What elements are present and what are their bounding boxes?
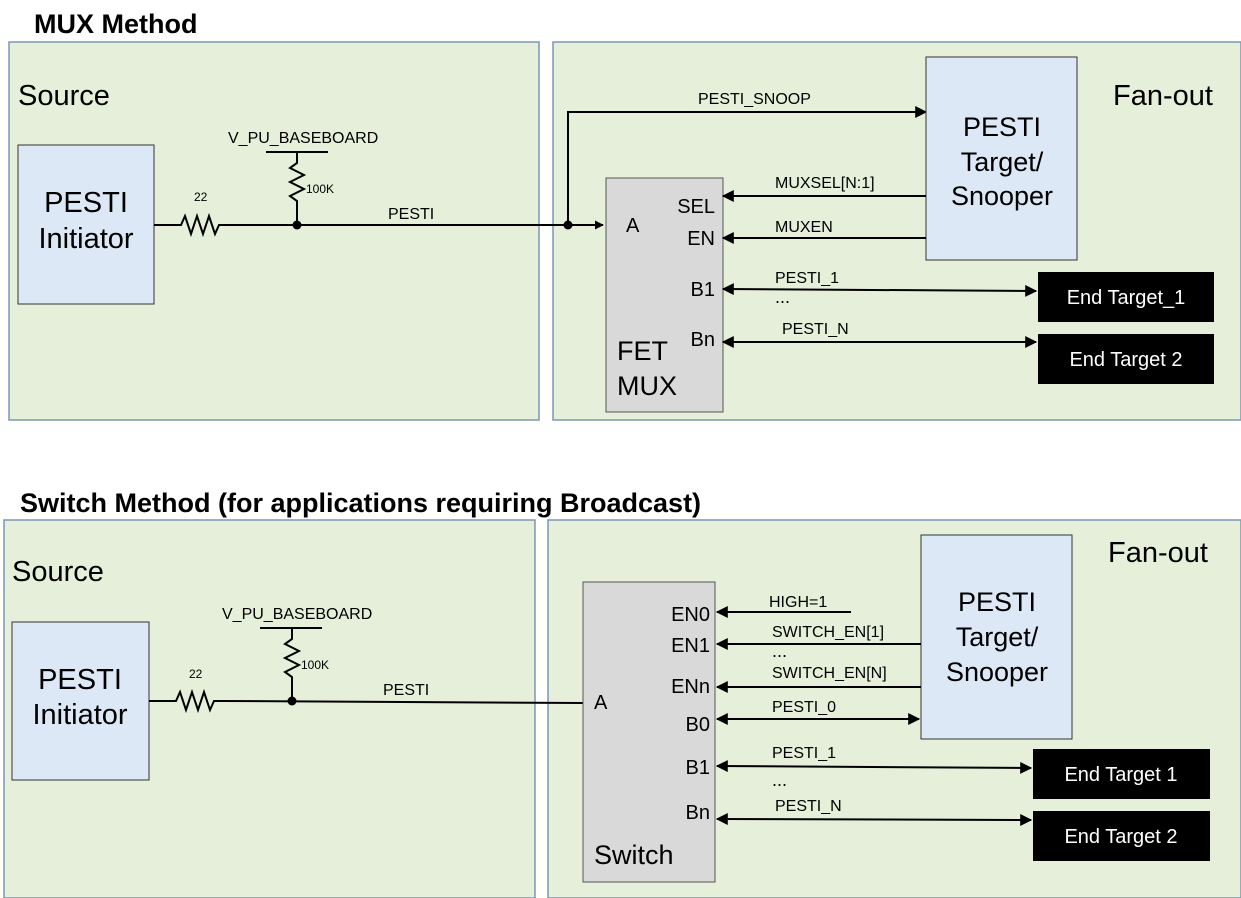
switch-pin-b0: B0 bbox=[686, 714, 710, 736]
switch-target-label-3: Snooper bbox=[946, 657, 1048, 687]
mux-series-resistor bbox=[154, 212, 229, 238]
mux-net-1-label: PESTI_1 bbox=[775, 270, 839, 287]
switch-block bbox=[582, 581, 716, 883]
switch-en1-net-label: SWITCH_EN[1] bbox=[772, 624, 884, 641]
switch-target-label-1: PESTI bbox=[958, 587, 1036, 617]
mux-method-title: MUX Method bbox=[34, 9, 197, 39]
mux-end-target-1 bbox=[1038, 272, 1214, 322]
mux-fanout-label: Fan-out bbox=[1113, 80, 1213, 112]
mux-initiator-label-2: Initiator bbox=[38, 223, 133, 255]
switch-pin-en1: EN1 bbox=[671, 635, 710, 657]
switch-target-label-2: Target/ bbox=[956, 622, 1039, 652]
switch-net-n-label: PESTI_N bbox=[775, 798, 842, 815]
switch-resistor-value: 22 bbox=[189, 667, 203, 681]
switch-initiator-label-1: PESTI bbox=[38, 664, 122, 696]
switch-high-net-label: HIGH=1 bbox=[769, 594, 827, 611]
switch-pullup-resistor bbox=[282, 628, 302, 701]
switch-pullup-rail-label: V_PU_BASEBOARD bbox=[222, 606, 372, 623]
switch-target-snooper-block bbox=[920, 534, 1073, 740]
switch-pin-bn: Bn bbox=[686, 802, 710, 824]
mux-pullup-junction-dot bbox=[292, 220, 302, 230]
mux-pin-b1: B1 bbox=[691, 279, 715, 301]
switch-ellipsis-1: ... bbox=[772, 641, 787, 661]
switch-b1-bidir-arrow bbox=[715, 760, 1033, 774]
mux-net-n-label: PESTI_N bbox=[782, 321, 849, 338]
switch-end-target-2 bbox=[1033, 811, 1210, 861]
mux-pullup-rail-label: V_PU_BASEBOARD bbox=[228, 130, 378, 147]
switch-pin-en0: EN0 bbox=[671, 604, 710, 626]
mux-sel-net-label: MUXSEL[N:1] bbox=[775, 175, 875, 192]
switch-block-label: Switch bbox=[594, 840, 674, 870]
mux-snoop-wire bbox=[567, 106, 928, 225]
switch-method-title: Switch Method (for applications requirin… bbox=[20, 488, 701, 518]
mux-pin-bn: Bn bbox=[691, 329, 715, 351]
mux-resistor-value: 22 bbox=[194, 190, 208, 204]
mux-end-target-2-label: End Target 2 bbox=[1069, 349, 1182, 371]
switch-end-target-1 bbox=[1033, 749, 1210, 799]
switch-net-0-label: PESTI_0 bbox=[772, 699, 836, 716]
mux-target-snooper-block bbox=[925, 56, 1078, 261]
switch-pin-enn: ENn bbox=[671, 676, 710, 698]
switch-pesti-net-label: PESTI bbox=[383, 682, 429, 699]
mux-pin-a: A bbox=[626, 215, 640, 237]
switch-initiator-block bbox=[11, 621, 150, 781]
switch-ellipsis-2: ... bbox=[772, 770, 787, 790]
switch-end-target-1-label: End Target 1 bbox=[1064, 764, 1177, 786]
mux-ellipsis: ... bbox=[775, 287, 790, 307]
mux-pin-en: EN bbox=[687, 228, 715, 250]
mux-pesti-net-label: PESTI bbox=[388, 206, 434, 223]
mux-target-label-1: PESTI bbox=[963, 112, 1041, 142]
mux-target-label-2: Target/ bbox=[961, 147, 1044, 177]
mux-b1-bidir-arrow bbox=[721, 283, 1038, 297]
switch-initiator-label-2: Initiator bbox=[32, 699, 127, 731]
switch-end-target-2-label: End Target 2 bbox=[1064, 826, 1177, 848]
mux-block-label-2: MUX bbox=[617, 371, 677, 401]
mux-end-target-1-label: End Target_1 bbox=[1067, 287, 1186, 309]
switch-bn-bidir-arrow bbox=[715, 813, 1033, 826]
mux-source-label: Source bbox=[18, 80, 110, 112]
switch-pullup-value: 100K bbox=[301, 658, 329, 672]
switch-pullup-junction-dot bbox=[287, 696, 297, 706]
mux-pullup-value: 100K bbox=[306, 182, 334, 196]
mux-pin-sel: SEL bbox=[677, 196, 715, 218]
switch-pesti-wire bbox=[223, 700, 584, 704]
mux-initiator-block bbox=[17, 144, 155, 305]
switch-fanout-label: Fan-out bbox=[1108, 537, 1208, 569]
mux-end-target-2 bbox=[1038, 334, 1214, 384]
mux-fet-block bbox=[605, 177, 724, 413]
switch-source-label: Source bbox=[12, 556, 104, 588]
switch-pin-b1: B1 bbox=[686, 757, 710, 779]
switch-net-1-label: PESTI_1 bbox=[772, 745, 836, 762]
switch-series-resistor bbox=[149, 688, 224, 714]
mux-initiator-label-1: PESTI bbox=[44, 187, 128, 219]
mux-target-label-3: Snooper bbox=[951, 181, 1053, 211]
switch-enn-net-label: SWITCH_EN[N] bbox=[772, 665, 887, 682]
mux-en-net-label: MUXEN bbox=[775, 219, 833, 236]
mux-pullup-resistor bbox=[287, 152, 307, 225]
mux-block-label-1: FET bbox=[617, 336, 668, 366]
switch-pin-a: A bbox=[594, 692, 608, 714]
mux-snoop-net-label: PESTI_SNOOP bbox=[698, 91, 811, 108]
